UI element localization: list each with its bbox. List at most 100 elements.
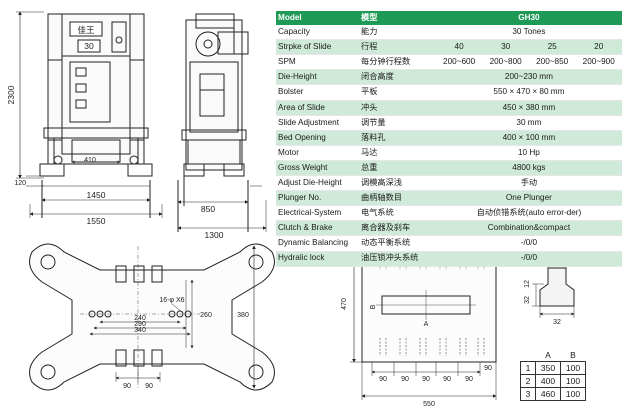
spec-subvalue: 200~600 [435,54,483,71]
dim-90-a: 90 [123,383,131,390]
spec-label-zh: 调节量 [359,115,436,131]
spec-value: 4800 kgs [435,160,622,177]
spec-label-en: Hydralic lock [276,251,360,267]
dim-260: 260 [200,312,212,319]
spec-value: 10 Hp [435,145,622,161]
ab-value-a: 350 [535,361,561,375]
dim-32-horizontal: 32 [553,319,561,326]
spec-label-en: SPM [276,54,360,71]
spec-label-zh: 曲柄轴数目 [359,190,436,207]
spec-label-en: Strpke of Slide [276,39,360,56]
holes-label: 16-φ X6 [159,297,184,304]
dim-290: 290 [134,321,146,328]
dim-380: 380 [237,312,249,319]
spec-label-zh: 闭合高度 [359,69,436,86]
dim-12: 12 [524,280,531,288]
spec-value: 自动侦错系统(auto error-der) [435,205,622,222]
spec-value: 30 Tones [435,25,622,41]
spec-value: -/0/0 [435,251,622,267]
dim-550: 550 [423,401,435,408]
dim-1550: 1550 [87,216,106,226]
dim-410: 410 [84,157,96,164]
spec-label-en: Electrical-System [276,205,360,222]
spec-value: 450 × 380 mm [435,100,622,116]
spec-label-en: Gross Weight [276,160,360,177]
spec-label-zh: 能力 [359,25,436,41]
spec-label-zh: 总重 [359,160,436,177]
dim-90-4: 90 [443,376,451,383]
spec-label-en: Bolster [276,84,360,101]
dim-850: 850 [201,204,215,214]
spec-subvalue: 200~900 [575,54,622,71]
ab-value-a: 460 [535,387,561,401]
spec-label-zh: 马达 [359,145,436,161]
dim-90-1: 90 [379,376,387,383]
dim-90-3: 90 [422,376,430,383]
spec-subvalue: 200~850 [528,54,576,71]
ab-value-a: 400 [535,374,561,388]
spec-subvalue: 20 [575,39,622,56]
dim-90-b: 90 [145,383,153,390]
spec-label-en: Slide Adjustment [276,115,360,131]
spec-label-zh: 冲头 [359,100,436,116]
slide-view-labels: 16-φ X6 240 290 340 260 380 90 90 [123,297,249,390]
spec-label-zh: 落料孔 [359,130,436,146]
spec-label-en: Dynamic Balancing [276,235,360,252]
spec-label-en: Area of Slide [276,100,360,116]
ab-row-number: 2 [520,374,536,388]
dim-90-2: 90 [401,376,409,383]
spec-label-en: Capacity [276,25,360,41]
spec-value: Combination&compact [435,220,622,237]
dim-b-label: B [370,304,377,309]
spec-value: 30 mm [435,115,622,131]
spec-label-zh: 每分钟行程数 [359,54,436,71]
front-view [16,11,163,218]
slide-view [29,243,275,391]
spec-header-zh: 模型 [359,11,436,26]
brand-plate [69,21,103,37]
spec-label-en: Adjust Die-Height [276,175,360,192]
spec-subvalue: 30 [482,39,529,56]
dim-1450: 1450 [87,190,106,200]
spec-label-zh: 电气系统 [359,205,436,222]
model-plate [77,39,101,53]
spec-value: -/0/0 [435,235,622,252]
spec-subvalue: 40 [435,39,483,56]
spec-value: One Plunger [435,190,622,207]
spec-value: 400 × 100 mm [435,130,622,146]
spec-label-zh: 油压锁冲头系统 [359,251,436,267]
spec-value: 550 × 470 × 80 mm [435,84,622,101]
spec-subvalue: 25 [528,39,576,56]
spec-value: 200~230 mm [435,69,622,86]
ab-value-b: 100 [560,387,586,401]
spec-header-en: Model [276,11,360,26]
spec-subvalue: 200~800 [482,54,529,71]
dim-height-2300: 2300 [6,85,16,104]
spec-label-en: Die-Height [276,69,360,86]
dim-90-5: 90 [465,376,473,383]
dim-32-vertical: 32 [524,296,531,304]
spec-label-zh: 行程 [359,39,436,56]
ab-value-b: 100 [560,361,586,375]
spec-label-en: Motor [276,145,360,161]
spec-header-model: GH30 [435,11,622,26]
dim-240: 240 [134,315,146,322]
